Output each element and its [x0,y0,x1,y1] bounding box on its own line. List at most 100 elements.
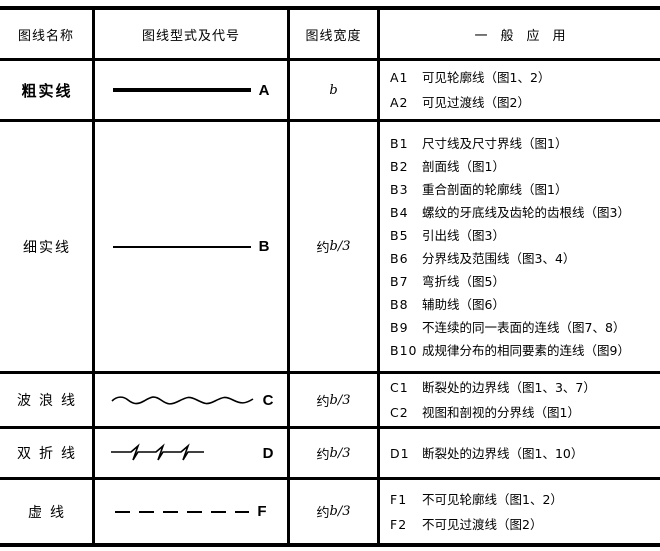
application-code: B10 [390,342,418,358]
application-item: B9 不连续的同一表面的连线（图7、8） [390,316,660,339]
line-code-label: B [258,238,270,255]
header-line-style-and-code: 图线型式及代号 [95,10,290,58]
header-line-width: 图线宽度 [290,10,380,58]
application-text: 辅助线（图6） [422,296,505,312]
applications-list: C1 断裂处的边界线（图1、3、7） C2 视图和剖视的分界线（图1） [390,375,660,425]
row-name-double-break: 双折线 [0,429,95,477]
applications-list: F1 不可见轮廓线（图1、2） F2 不可见过渡线（图2） [390,487,660,537]
application-code: B2 [390,158,409,174]
applications-cell: B1 尺寸线及尺寸界线（图1） B2 剖面线（图1） B3 重合剖面的轮廓线（图… [380,122,660,371]
application-item: B7 弯折线（图5） [390,270,660,293]
application-code: B5 [390,227,409,243]
width-prefix: 约 [316,241,330,256]
application-text: 成规律分布的相同要素的连线（图9） [422,342,630,358]
line-code-label: D [262,444,274,462]
applications-list: A1 可见轮廓线（图1、2） A2 可见过渡线（图2） [390,65,660,115]
application-item: F2 不可见过渡线（图2） [390,512,660,537]
line-sample-group: D [109,441,274,465]
application-text: 分界线及范围线（图3、4） [422,250,576,266]
application-text: 断裂处的边界线（图1、10） [422,445,584,461]
row-name-thick-solid: 粗实线 [0,61,95,119]
application-item: B5 引出线（图3） [390,224,660,247]
width-value: b/3 [329,504,351,519]
applications-cell: D1 断裂处的边界线（图1、10） [380,429,660,477]
application-item: B10 成规律分布的相同要素的连线（图9） [390,339,660,362]
application-code: F1 [390,491,408,507]
application-code: B7 [390,273,409,289]
line-sample-cell: A [95,61,290,119]
application-item: B2 剖面线（图1） [390,155,660,178]
line-code-label: A [258,81,270,99]
application-code: B9 [390,319,409,335]
applications-cell: A1 可见轮廓线（图1、2） A2 可见过渡线（图2） [380,61,660,119]
application-text: 不可见过渡线（图2） [422,516,543,532]
applications-list: B1 尺寸线及尺寸界线（图1） B2 剖面线（图1） B3 重合剖面的轮廓线（图… [390,132,660,362]
double-break-line-sample [110,443,204,461]
application-code: F2 [390,516,408,532]
applications-cell: C1 断裂处的边界线（图1、3、7） C2 视图和剖视的分界线（图1） [380,374,660,426]
width-prefix: 约 [316,394,330,410]
line-sample-group: F [115,503,267,520]
width-value: b/3 [329,392,351,408]
application-item: D1 断裂处的边界线（图1、10） [390,442,660,465]
line-sample-cell: F [95,480,290,543]
application-code: B8 [390,296,409,312]
wavy-line-sample [111,396,254,405]
line-code-label: F [257,503,267,520]
application-text: 剖面线（图1） [422,158,505,174]
line-sample-group: B [112,238,270,255]
application-code: B4 [390,204,409,220]
application-text: 重合剖面的轮廓线（图1） [422,181,568,197]
application-text: 不可见轮廓线（图1、2） [422,491,563,507]
line-sample-cell: D [95,429,290,477]
application-code: A1 [390,70,409,85]
header-line-name: 图线名称 [0,10,95,58]
thick-solid-line-sample [112,88,251,92]
application-item: A2 可见过渡线（图2） [390,90,660,115]
application-item: A1 可见轮廓线（图1、2） [390,65,660,90]
application-item: B8 辅助线（图6） [390,293,660,316]
applications-list: D1 断裂处的边界线（图1、10） [390,442,660,465]
application-code: C1 [390,380,409,395]
application-item: F1 不可见轮廓线（图1、2） [390,487,660,512]
application-text: 视图和剖视的分界线（图1） [422,405,580,420]
application-item: B4 螺纹的牙底线及齿轮的齿根线（图3） [390,201,660,224]
line-types-table: 图线名称 图线型式及代号 图线宽度 一般应用 粗实线 A b A1 可见轮廓线（… [0,6,660,547]
application-item: B6 分界线及范围线（图3、4） [390,247,660,270]
line-sample-cell: C [95,374,290,426]
application-code: B1 [390,135,409,151]
width-prefix: 约 [316,506,330,521]
application-code: C2 [390,405,409,420]
line-sample-cell: B [95,122,290,371]
application-text: 可见轮廓线（图1、2） [422,70,551,85]
header-general-application: 一般应用 [474,28,579,44]
application-item: B1 尺寸线及尺寸界线（图1） [390,132,660,155]
dashed-line-sample [115,510,250,513]
application-code: B3 [390,181,409,197]
application-item: C1 断裂处的边界线（图1、3、7） [390,375,660,400]
table-header-row: 图线名称 图线型式及代号 图线宽度 一般应用 [0,10,660,61]
line-sample-group: C [109,391,273,409]
width-value: b [329,82,338,98]
table-row-thick-solid: 粗实线 A b A1 可见轮廓线（图1、2） A2 可见过渡线（图2） [0,61,660,122]
application-text: 不连续的同一表面的连线（图7、8） [422,319,626,335]
application-code: B6 [390,250,409,266]
line-width-cell: b [290,61,380,119]
row-name-wavy: 波浪线 [0,374,95,426]
row-name-thin-solid: 细实线 [0,122,95,371]
application-text: 尺寸线及尺寸界线（图1） [422,135,568,151]
application-item: C2 视图和剖视的分界线（图1） [390,400,660,425]
applications-cell: F1 不可见轮廓线（图1、2） F2 不可见过渡线（图2） [380,480,660,543]
row-name-dashed: 虚线 [0,480,95,543]
application-text: 引出线（图3） [422,227,505,243]
width-prefix: 约 [316,447,330,463]
application-item: B3 重合剖面的轮廓线（图1） [390,178,660,201]
width-value: b/3 [329,239,351,254]
